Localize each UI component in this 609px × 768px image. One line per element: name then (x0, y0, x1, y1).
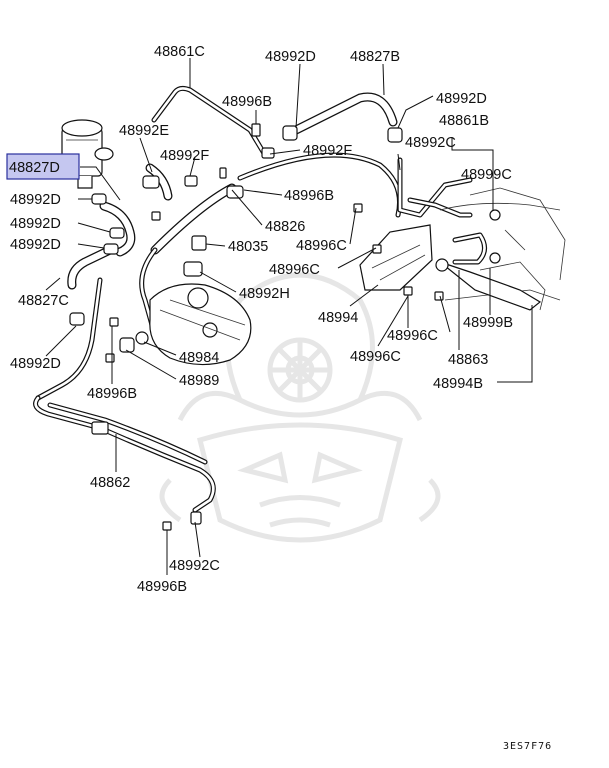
clamps-and-bolts (69, 123, 444, 531)
pipes (33, 85, 487, 513)
label-48861B[interactable]: 48861B (439, 113, 489, 129)
label-48989[interactable]: 48989 (179, 373, 219, 389)
label-48994[interactable]: 48994 (318, 310, 358, 326)
label-48992C-topright[interactable]: 48992C (405, 135, 456, 151)
label-48992D-left4[interactable]: 48992D (10, 356, 61, 372)
label-48992D-top[interactable]: 48992D (265, 49, 316, 65)
label-48996C-4[interactable]: 48996C (350, 349, 401, 365)
label-48827B[interactable]: 48827B (350, 49, 400, 65)
label-48992D-left2[interactable]: 48992D (10, 216, 61, 232)
label-48992H[interactable]: 48992H (239, 286, 290, 302)
leader-lines (45, 58, 533, 575)
label-48999C[interactable]: 48999C (461, 167, 512, 183)
label-48994B[interactable]: 48994B (433, 376, 483, 392)
label-48862[interactable]: 48862 (90, 475, 130, 491)
label-48826[interactable]: 48826 (265, 219, 305, 235)
label-48996C-2[interactable]: 48996C (269, 262, 320, 278)
diagram-code: 3ES7F76 (503, 741, 552, 752)
label-48861C[interactable]: 48861C (154, 44, 205, 60)
part-labels: 48861C 48992D 48827B 48996B 48992D 48861… (9, 44, 513, 595)
label-48984[interactable]: 48984 (179, 350, 219, 366)
watermark-emblem (159, 272, 441, 543)
label-48992F-left[interactable]: 48992F (160, 148, 209, 164)
label-48999B[interactable]: 48999B (463, 315, 513, 331)
label-48992D-left3[interactable]: 48992D (10, 237, 61, 253)
label-48996C-1[interactable]: 48996C (296, 238, 347, 254)
label-48996C-3[interactable]: 48996C (387, 328, 438, 344)
hoses (67, 92, 398, 290)
rack-assembly (359, 187, 566, 311)
label-48827D[interactable]: 48827D (9, 160, 60, 176)
pump-assembly (149, 235, 252, 366)
label-48992E[interactable]: 48992E (119, 123, 169, 139)
label-48996B-left[interactable]: 48996B (87, 386, 137, 402)
label-48992D-topright[interactable]: 48992D (436, 91, 487, 107)
label-48996B-mid[interactable]: 48996B (284, 188, 334, 204)
label-48863[interactable]: 48863 (448, 352, 488, 368)
selected-part-highlight (6, 153, 80, 180)
label-48992D-left1[interactable]: 48992D (10, 192, 61, 208)
label-48996B-bottom[interactable]: 48996B (137, 579, 187, 595)
label-48992C-bottom[interactable]: 48992C (169, 558, 220, 574)
label-48992F-right[interactable]: 48992F (303, 143, 352, 159)
label-48035[interactable]: 48035 (228, 239, 268, 255)
label-48996B-top[interactable]: 48996B (222, 94, 272, 110)
label-48827C[interactable]: 48827C (18, 293, 69, 309)
